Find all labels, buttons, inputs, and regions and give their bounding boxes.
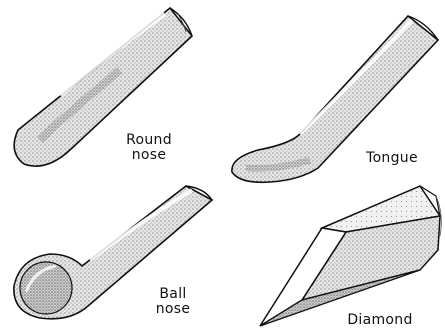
round-nose-label-line2: nose — [114, 148, 184, 163]
ball-nose-label-line2: nose — [143, 302, 203, 317]
diamond-label: Diamond — [340, 313, 420, 328]
round-nose-label: Round nose — [114, 133, 184, 163]
tongue-label: Tongue — [357, 151, 427, 166]
ball-nose-label-line1: Ball — [143, 287, 203, 302]
tongue-label-line1: Tongue — [357, 151, 427, 166]
diamond-tool — [260, 186, 441, 326]
ball-nose-label: Ball nose — [143, 287, 203, 317]
round-nose-label-line1: Round — [114, 133, 184, 148]
diamond-label-line1: Diamond — [340, 313, 420, 328]
